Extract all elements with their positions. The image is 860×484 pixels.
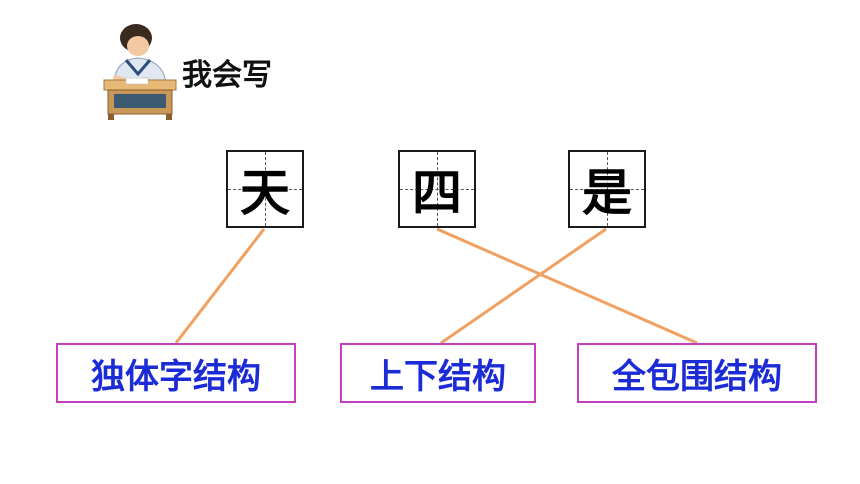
character-box-si: 四 [398,150,476,228]
structure-label-single: 独体字结构 [56,343,296,403]
grid-guide-horizontal [570,189,644,190]
structure-label-full-enclosure: 全包围结构 [577,343,817,403]
connector-line-tian [174,228,266,344]
character-glyph: 是 [582,163,632,222]
grid-guide-horizontal [400,189,474,190]
student-writing-at-desk-icon [103,24,177,120]
connector-line-si [436,227,698,345]
page-title: 我会写 [182,58,272,93]
character-glyph: 天 [240,163,290,222]
grid-guide-horizontal [228,189,302,190]
section-header: 我会写 [100,20,320,120]
character-glyph: 四 [412,163,462,222]
character-box-tian: 天 [226,150,304,228]
connector-line-shi [440,227,607,345]
character-box-shi: 是 [568,150,646,228]
structure-label-top-bottom: 上下结构 [340,343,536,403]
